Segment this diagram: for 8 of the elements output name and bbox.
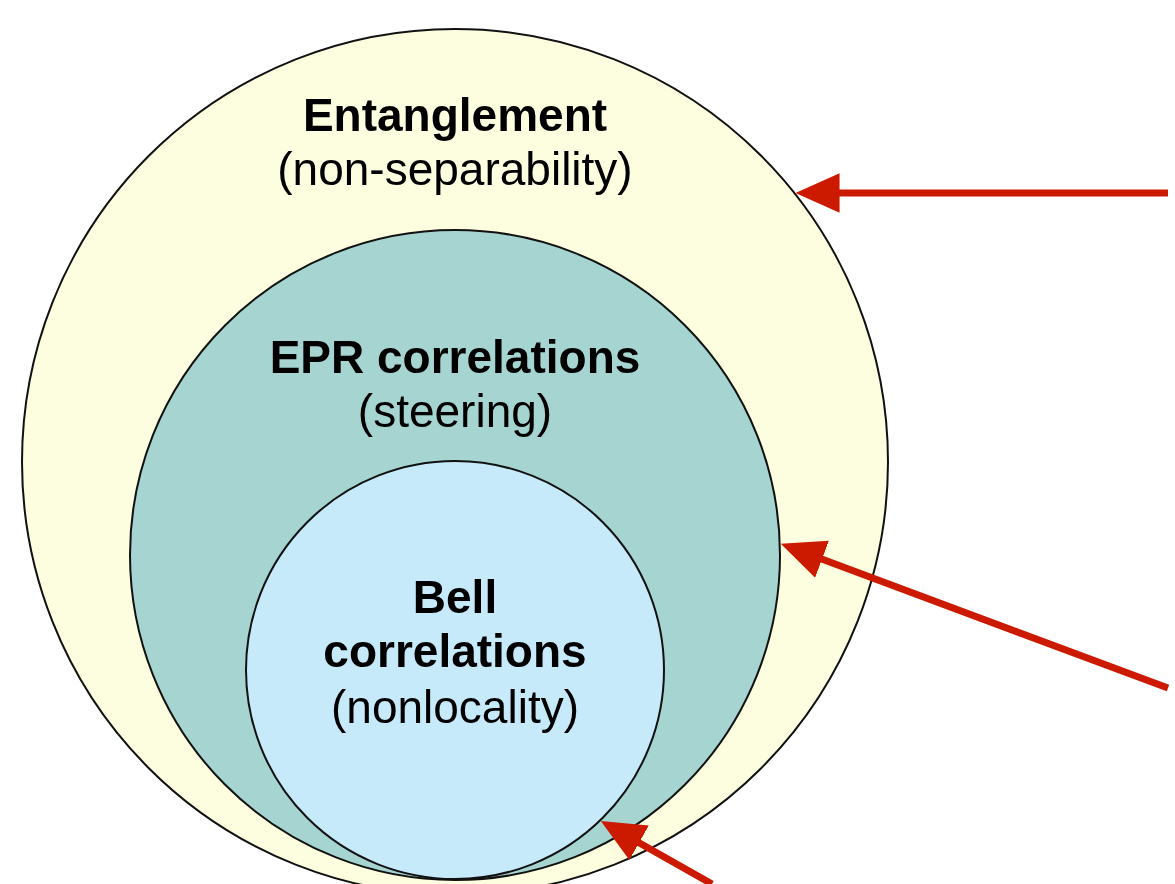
circle-subtitle: (nonlocality) xyxy=(331,680,579,734)
arrow xyxy=(780,540,1170,692)
circle-title: EPR correlations xyxy=(269,330,641,384)
circle-subtitle: (non-separability) xyxy=(277,142,633,196)
circle-title: Bell correlations xyxy=(322,570,588,678)
arrow xyxy=(600,821,714,884)
circle-subtitle: (steering) xyxy=(357,384,553,438)
circle-title: Entanglement xyxy=(302,88,608,142)
